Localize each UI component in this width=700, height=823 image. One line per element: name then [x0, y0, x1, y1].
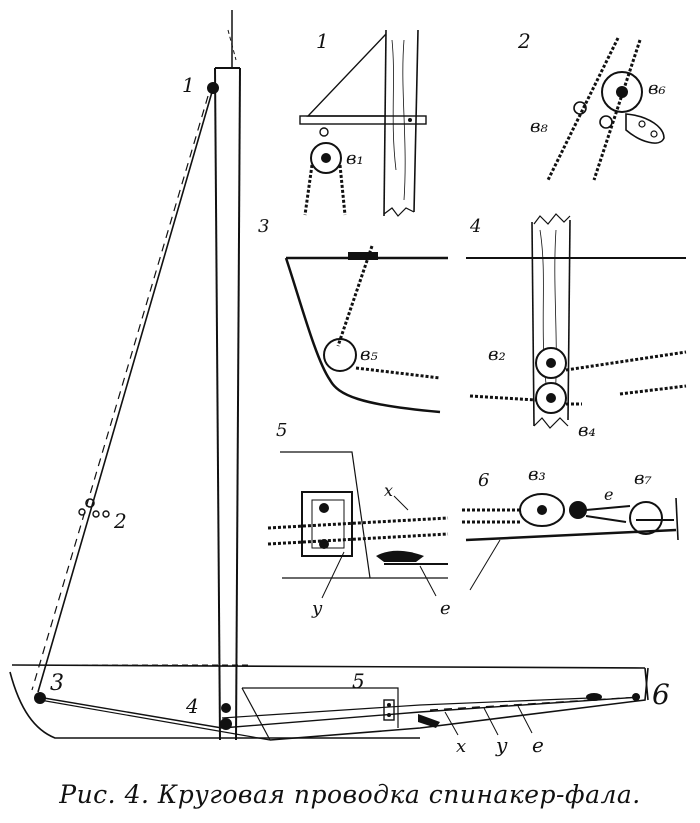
svg-text:2: 2 [517, 29, 531, 53]
svg-text:в₄: в₄ [578, 420, 596, 441]
block-4-lower [220, 718, 232, 730]
svg-text:в₈: в₈ [530, 116, 548, 137]
block-2-small [78, 498, 110, 518]
svg-text:x: x [384, 481, 393, 500]
label-main-5: 5 [352, 669, 365, 693]
block-3 [34, 692, 46, 704]
svg-text:е: е [440, 598, 451, 619]
svg-text:6: 6 [478, 470, 489, 491]
block-b6 [601, 71, 643, 113]
block-b1 [310, 142, 342, 174]
label-main-6: 6 [652, 678, 670, 711]
detail-2: 2 в₆ в₈ [517, 29, 666, 181]
masthead-block [207, 82, 219, 94]
svg-text:е: е [604, 485, 613, 504]
svg-text:в₃: в₃ [528, 464, 546, 485]
svg-text:в₆: в₆ [648, 78, 666, 99]
block-b3 [519, 493, 565, 527]
label-main-x: x [456, 736, 466, 757]
svg-text:3: 3 [258, 216, 269, 237]
block-6-forward [586, 693, 602, 701]
block-4-upper [221, 703, 231, 713]
svg-text:4: 4 [469, 216, 481, 237]
label-main-3: 3 [50, 671, 64, 696]
svg-text:в₂: в₂ [488, 344, 506, 365]
svg-text:в₁: в₁ [346, 148, 364, 169]
figure-caption: Рис. 4. Круговая проводка спинакер-фала. [59, 780, 641, 809]
svg-text:у: у [311, 598, 323, 619]
detail-3: 3 в₅ [258, 216, 448, 414]
label-main-1: 1 [182, 73, 195, 97]
svg-text:в₇: в₇ [634, 468, 652, 489]
label-main-e: е [532, 733, 544, 757]
block-b5 [323, 338, 357, 372]
svg-text:1: 1 [316, 29, 329, 53]
main-drawing: 1 2 3 4 5 6 x у е [9, 10, 670, 757]
svg-text:в₅: в₅ [360, 344, 378, 365]
label-main-4: 4 [185, 694, 199, 718]
detail-1: 1 в₁ [299, 29, 427, 217]
block-6-aft [632, 693, 640, 701]
label-main-y: у [495, 733, 508, 757]
detail-4: 4 в₂ в₄ [466, 213, 687, 441]
cleat-mark [418, 714, 440, 728]
detail-6: 6 в₃ в₇ е [462, 464, 679, 591]
label-main-2: 2 [113, 509, 127, 533]
block-b7 [629, 501, 663, 535]
detail-5: 5 x у е [267, 420, 451, 619]
svg-text:5: 5 [276, 420, 287, 441]
